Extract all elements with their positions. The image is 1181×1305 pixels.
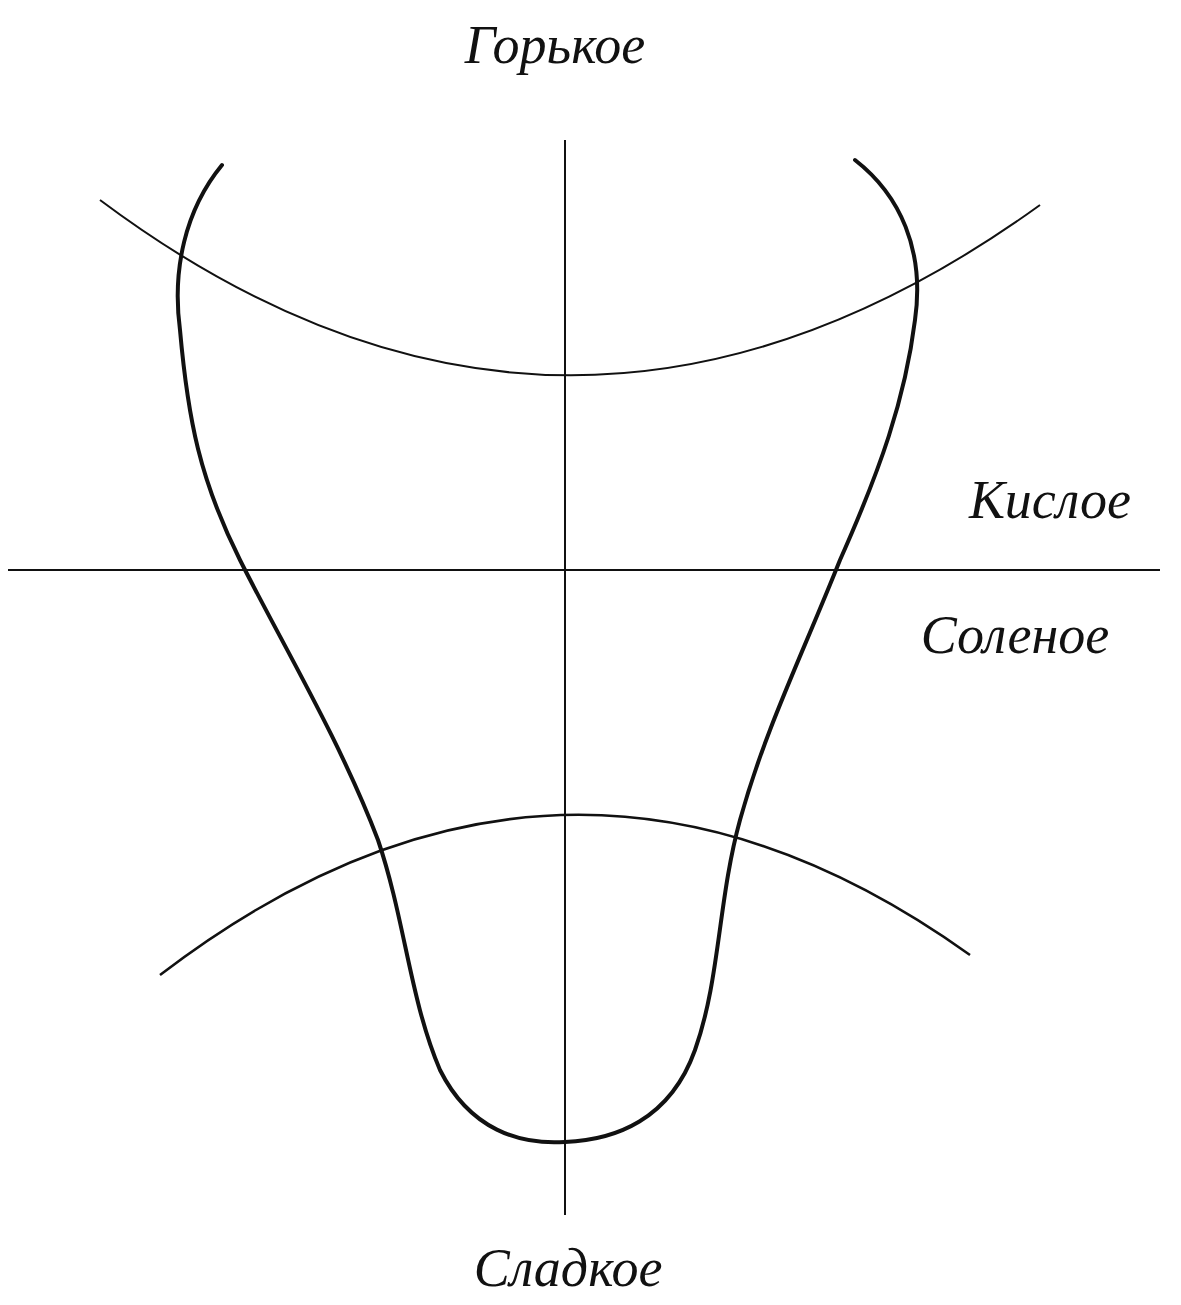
tongue-outline [178, 160, 917, 1142]
taste-label: Сладкое [474, 1237, 663, 1299]
divider-line [8, 569, 1160, 571]
midline [564, 140, 566, 1215]
bitter-arc [100, 200, 1040, 375]
taste-label: Горькое [465, 14, 646, 76]
taste-label: Соленое [921, 604, 1110, 666]
sweet-arc [160, 815, 970, 975]
taste-label: Кислое [969, 469, 1131, 531]
